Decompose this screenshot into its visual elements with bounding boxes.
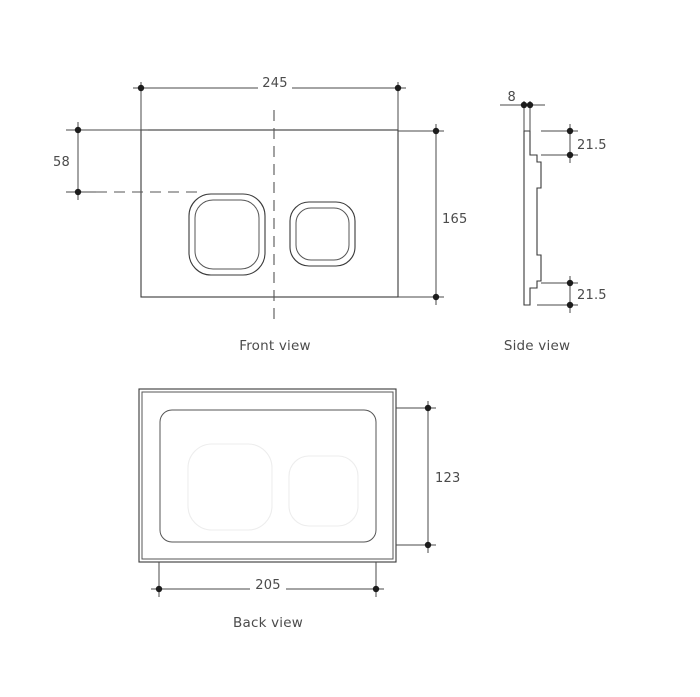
dim-endpoint-dot xyxy=(394,84,402,92)
side-thickness-value: 8 xyxy=(508,90,516,105)
back-plate-outline xyxy=(138,388,397,563)
back-large-button-outline xyxy=(187,443,273,531)
dim-endpoint-dot xyxy=(566,151,574,159)
side-view-group: 8 21.5 21.5 Side view xyxy=(500,90,607,354)
back-width-value: 205 xyxy=(255,578,280,593)
dim-endpoint-dot xyxy=(432,293,440,301)
back-small-button-outline xyxy=(288,455,359,527)
dim-endpoint-dot xyxy=(74,126,82,134)
front-width-value: 245 xyxy=(262,76,287,91)
dim-endpoint-dot xyxy=(520,101,528,109)
dim-endpoint-dot xyxy=(424,541,432,549)
back-height-value: 123 xyxy=(435,471,460,486)
side-bottom-step-value: 21.5 xyxy=(577,288,607,303)
dim-endpoint-dot xyxy=(566,279,574,287)
large-button-outer xyxy=(188,193,266,276)
side-bottom-step-dimension: 21.5 xyxy=(537,276,607,313)
back-plate-inner-edge xyxy=(141,391,394,560)
front-height-value: 165 xyxy=(442,212,467,227)
back-height-dimension: 123 xyxy=(396,401,460,553)
dim-endpoint-dot xyxy=(372,585,380,593)
side-profile-outline xyxy=(523,130,542,306)
front-plate-outline xyxy=(140,129,399,298)
dim-endpoint-dot xyxy=(137,84,145,92)
dim-endpoint-dot xyxy=(526,101,534,109)
back-recess-outline xyxy=(159,409,377,543)
small-button-outer xyxy=(289,201,356,267)
dim-endpoint-dot xyxy=(424,404,432,412)
front-view-group: 245 165 58 Front view xyxy=(53,76,467,354)
back-view-label: Back view xyxy=(233,615,303,631)
dim-endpoint-dot xyxy=(74,188,82,196)
side-top-step-value: 21.5 xyxy=(577,138,607,153)
side-top-step-dimension: 21.5 xyxy=(541,124,607,163)
front-view-label: Front view xyxy=(239,338,311,354)
front-width-dimension: 245 xyxy=(133,76,406,130)
dim-endpoint-dot xyxy=(566,301,574,309)
front-offset-dimension: 58 xyxy=(53,122,148,200)
dim-endpoint-dot xyxy=(566,127,574,135)
small-button-inner xyxy=(295,207,350,261)
large-button-inner xyxy=(194,199,260,270)
front-height-dimension: 165 xyxy=(398,124,467,305)
side-view-label: Side view xyxy=(504,338,570,354)
side-thickness-dimension: 8 xyxy=(500,90,545,131)
back-view-group: 123 205 Back view xyxy=(138,388,460,631)
back-width-dimension: 205 xyxy=(151,562,384,597)
dim-endpoint-dot xyxy=(432,127,440,135)
front-offset-value: 58 xyxy=(53,155,70,170)
dim-endpoint-dot xyxy=(155,585,163,593)
